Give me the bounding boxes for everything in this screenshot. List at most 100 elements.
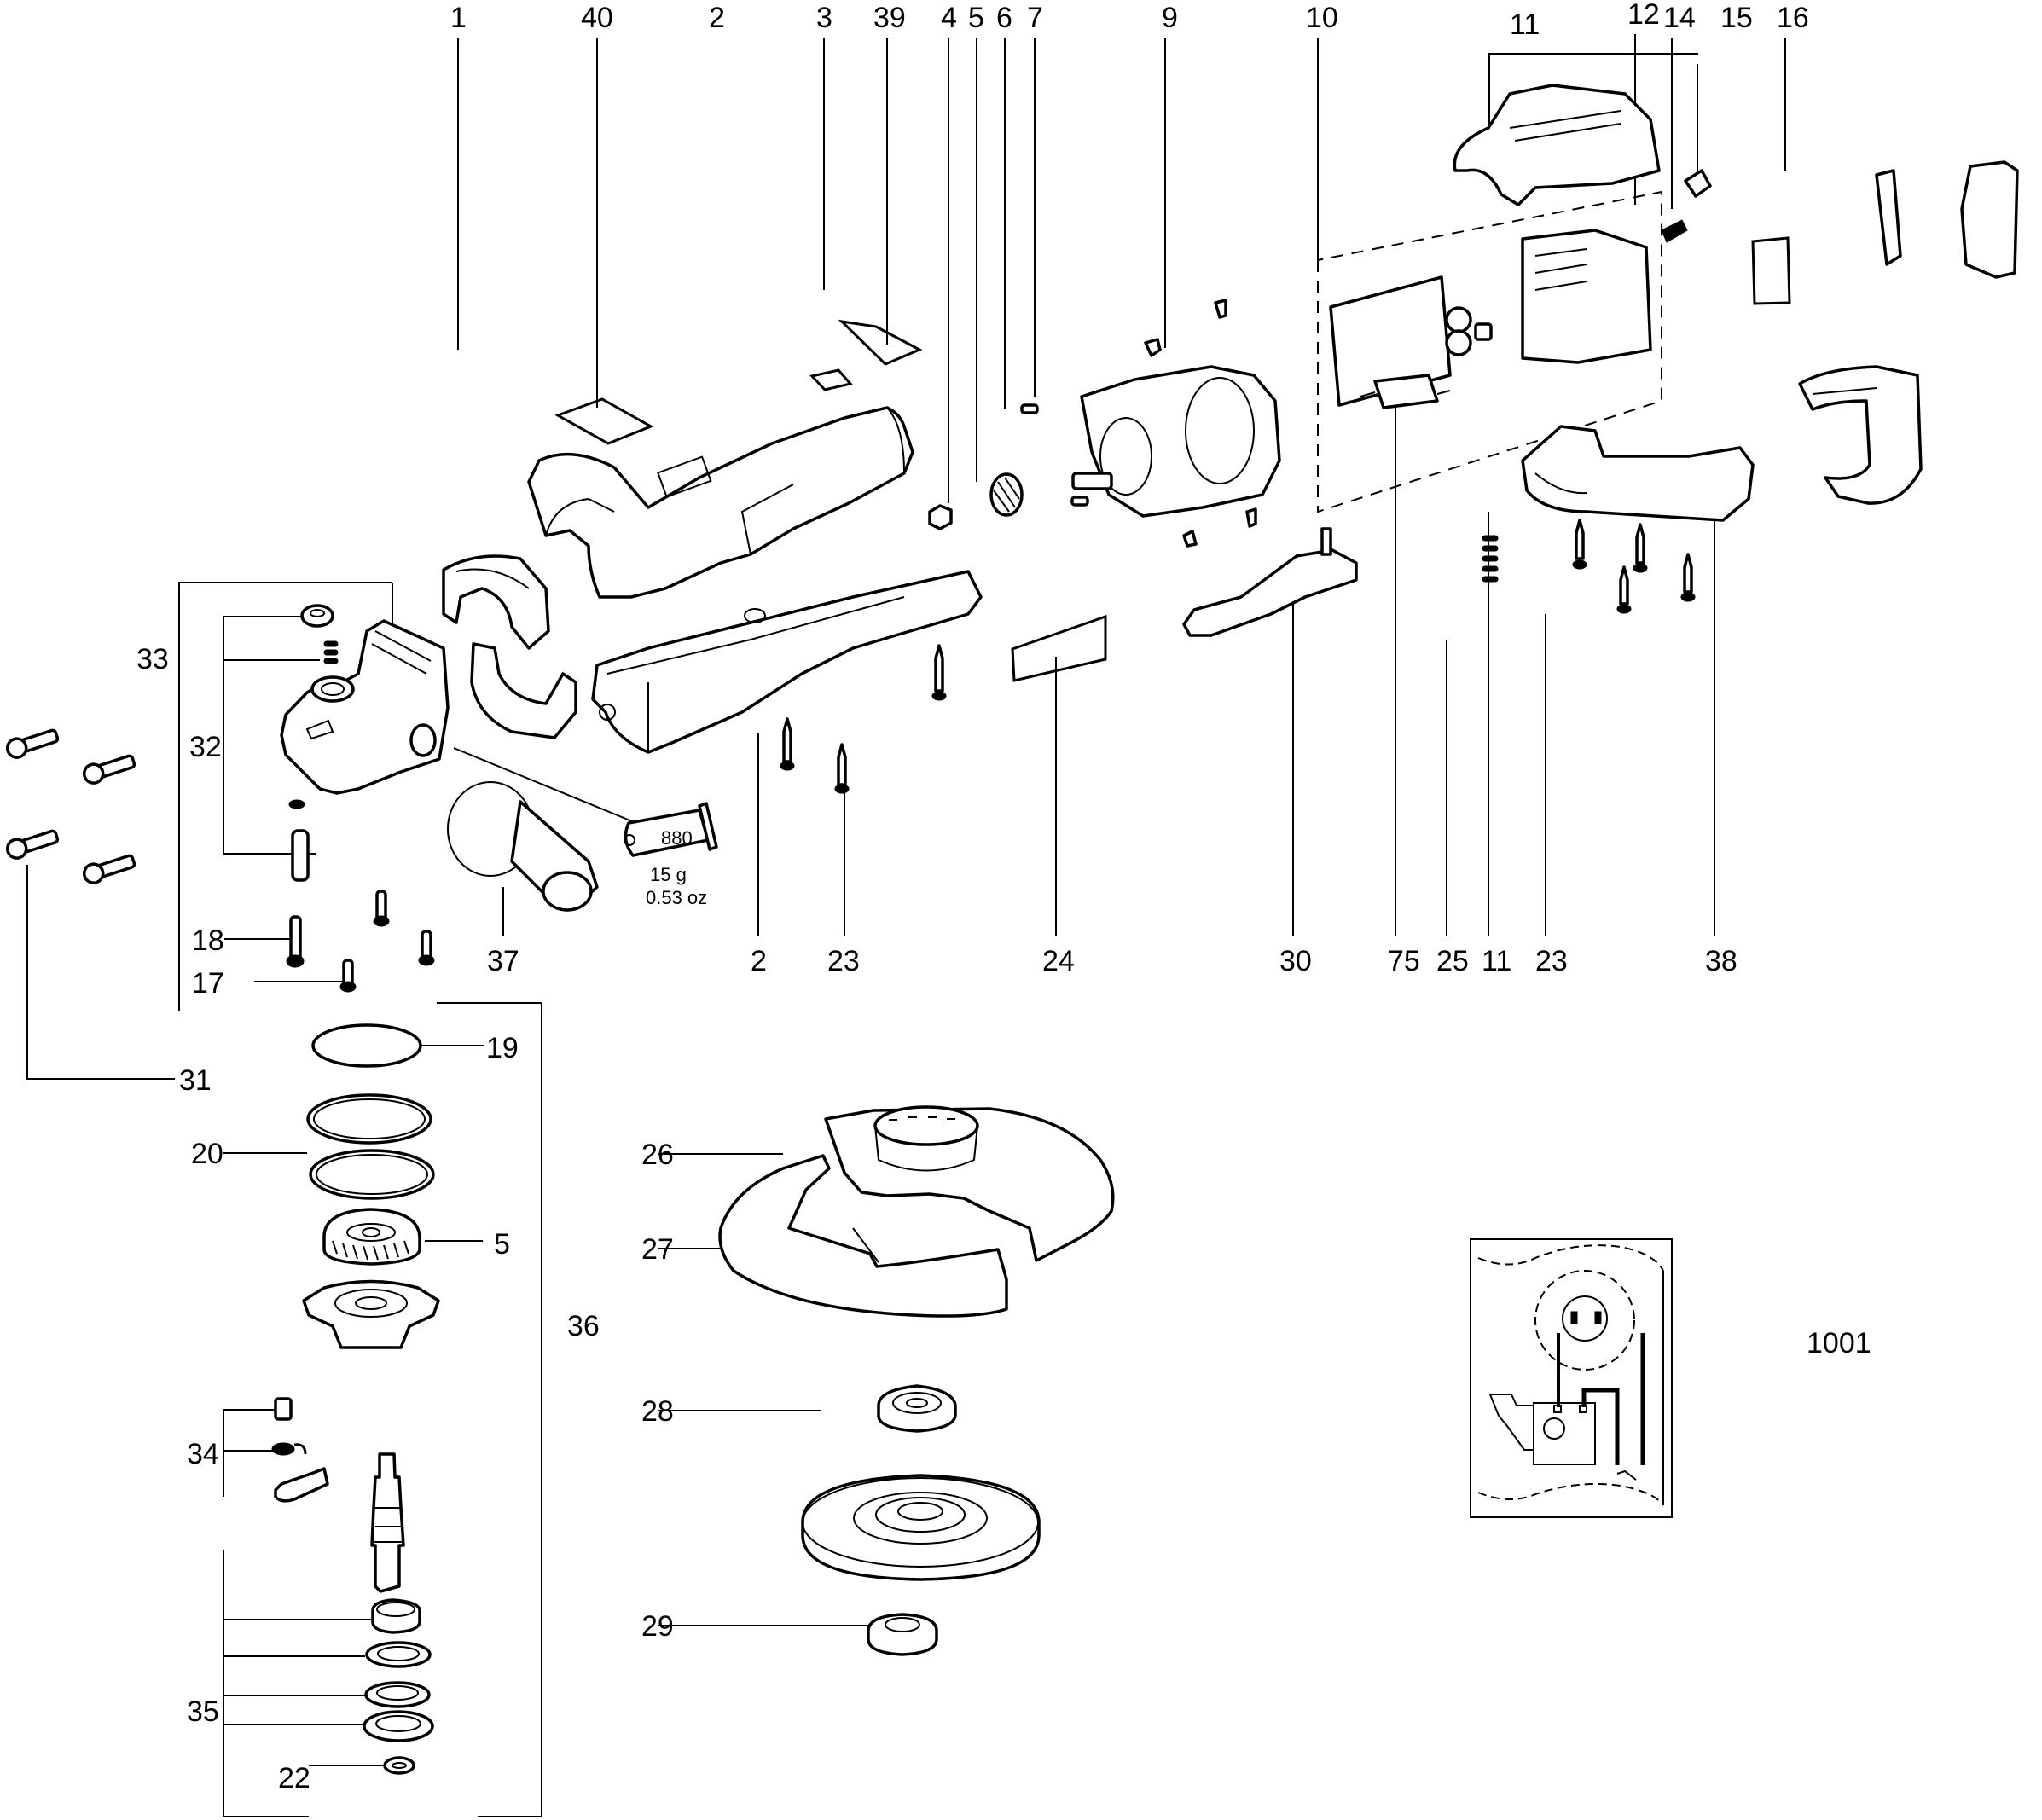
callout-31: 31 — [179, 1064, 212, 1097]
callout-10: 10 — [1306, 2, 1338, 34]
callout-35: 35 — [187, 1695, 219, 1728]
washer-32 — [288, 799, 305, 809]
wiring-schematic-1001 — [1470, 1238, 1673, 1518]
gaskets-20 — [306, 1093, 435, 1200]
callout-40: 40 — [581, 2, 613, 34]
washer-35b — [364, 1681, 431, 1708]
callout-25: 25 — [1436, 945, 1469, 977]
inner-flange-28 — [877, 1384, 957, 1433]
upper-housing-shell — [527, 406, 914, 599]
spindle — [370, 1452, 405, 1593]
front-grip-shell-upper — [442, 554, 550, 650]
callout-5-top: 5 — [968, 2, 984, 34]
rear-cover-upper — [1453, 84, 1661, 206]
front-grip-shell-lower — [470, 642, 577, 739]
grinding-disc — [801, 1474, 1041, 1581]
callout-34: 34 — [187, 1438, 219, 1470]
callout-1001: 1001 — [1807, 1327, 1871, 1359]
battery-cover-38 — [1798, 365, 1923, 505]
callout-15: 15 — [1720, 2, 1753, 34]
grease-weight-ounces: 0.53 oz — [646, 887, 707, 908]
nut-4 — [928, 504, 953, 530]
battery-latch-16 — [1960, 160, 2019, 279]
switch-75 — [1360, 374, 1451, 409]
callout-23-right: 23 — [1535, 945, 1568, 977]
callout-39: 39 — [873, 2, 906, 34]
grease-tube-code: 880 — [661, 827, 693, 849]
callout-33: 33 — [136, 643, 169, 675]
spring-14 — [1661, 219, 1688, 243]
callout-4: 4 — [941, 2, 957, 34]
screws-18-17 — [286, 890, 435, 993]
gear-head-housing — [280, 619, 450, 795]
top-callouts: 1 40 2 3 39 4 5 6 7 9 10 11 12 14 15 16 — [450, 0, 1809, 41]
rating-label-40 — [554, 397, 654, 445]
callout-36: 36 — [567, 1310, 600, 1342]
lock-lever-34 — [274, 1467, 329, 1503]
side-handle — [447, 781, 599, 912]
callout-30: 30 — [1279, 945, 1312, 977]
clip-11 — [1684, 169, 1712, 198]
label-24 — [1011, 614, 1107, 682]
callout-9: 9 — [1162, 2, 1178, 34]
callout-6: 6 — [996, 2, 1012, 34]
washer-22 — [383, 1756, 415, 1775]
wheel-guard-26-27 — [718, 1105, 1115, 1318]
small-label-3 — [809, 368, 853, 391]
callout-23-left: 23 — [827, 945, 860, 977]
callout-11-top: 11 — [1510, 9, 1540, 41]
spring-32 — [323, 640, 339, 664]
pin-32 — [291, 829, 310, 882]
seal-35 — [363, 1710, 434, 1742]
callout-11-bottom: 11 — [1482, 945, 1511, 977]
lock-bolt-34 — [274, 1397, 293, 1421]
callout-1: 1 — [450, 2, 467, 34]
label-39 — [838, 319, 923, 366]
callout-20: 20 — [191, 1138, 223, 1170]
electronics-group-10 — [1317, 190, 1662, 513]
callout-7: 7 — [1027, 2, 1043, 34]
bevel-gear-5 — [322, 1208, 421, 1266]
callout-5-bottom: 5 — [494, 1228, 510, 1261]
bottom-leader-lines — [26, 405, 1715, 1817]
callout-14: 14 — [1663, 2, 1696, 34]
spring-25 — [1482, 535, 1499, 583]
gear-flange — [302, 1279, 440, 1349]
grease-tube: 880 15 g 0.53 oz — [624, 802, 718, 908]
screws-31 — [5, 728, 136, 884]
bearing-32 — [300, 604, 334, 628]
brush-parts-9 — [1144, 299, 1257, 548]
callout-24: 24 — [1042, 945, 1075, 977]
grease-weight-grams: 15 g — [650, 864, 687, 885]
rear-housing-lower — [1521, 425, 1755, 522]
lower-callouts: 31 19 20 5 36 34 35 22 26 27 28 29 1001 — [179, 1032, 1871, 1794]
lower-leader-lines — [223, 1045, 868, 1817]
lower-housing-shell — [591, 570, 983, 754]
callout-2-bottom: 2 — [751, 945, 767, 977]
middle-callouts: 33 32 18 17 37 2 23 24 30 75 25 11 23 38 — [136, 643, 1737, 1000]
callout-75: 75 — [1388, 945, 1420, 977]
callout-17: 17 — [192, 967, 224, 1000]
pinion-5 — [989, 472, 1024, 517]
motor-armature — [1071, 365, 1281, 518]
washer-35a — [365, 1641, 432, 1668]
spring-34 — [271, 1442, 307, 1456]
callout-38: 38 — [1705, 945, 1737, 977]
screws-23-left — [780, 644, 947, 794]
label-12 — [1751, 236, 1791, 305]
screws-23-right — [1572, 519, 1696, 614]
callout-19: 19 — [486, 1032, 519, 1064]
switch-lever-30 — [1182, 527, 1358, 637]
callout-16: 16 — [1777, 2, 1809, 34]
callout-37: 37 — [487, 945, 519, 977]
callout-2-top: 2 — [709, 2, 725, 34]
callout-22: 22 — [278, 1762, 310, 1794]
o-ring-19 — [311, 1023, 422, 1068]
clamping-nut-29 — [867, 1613, 938, 1656]
callout-18: 18 — [192, 924, 224, 957]
spindle-bearing-35 — [371, 1598, 421, 1634]
screws-6 — [1020, 403, 1089, 507]
bracket-15 — [1875, 169, 1902, 266]
callout-3: 3 — [816, 2, 832, 34]
